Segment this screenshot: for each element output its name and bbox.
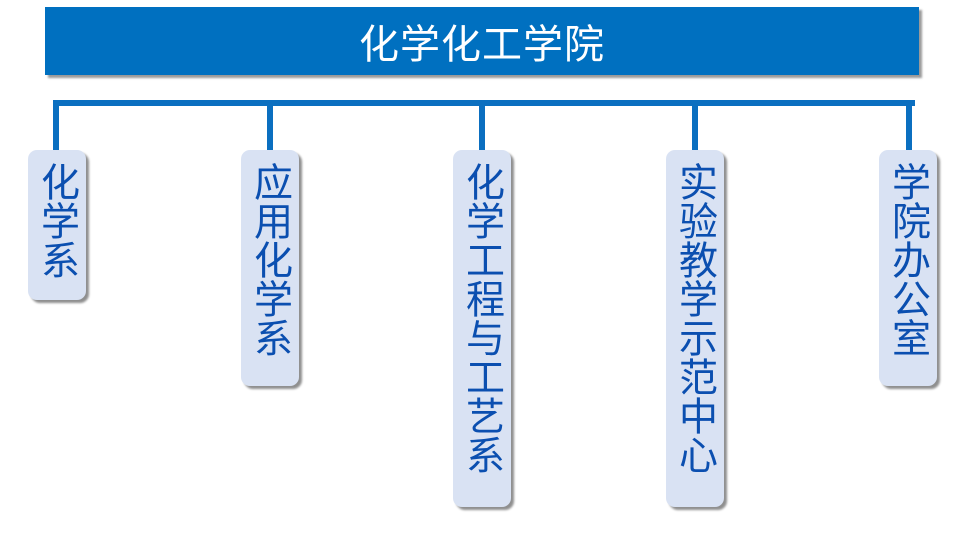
department-node-college-office: 学院办公室 [879, 150, 937, 386]
vertical-connector [479, 100, 485, 152]
department-label: 化学工程与工艺系 [459, 162, 505, 474]
org-root-node: 化学化工学院 [45, 7, 919, 75]
vertical-connector [692, 100, 698, 152]
vertical-connector [267, 100, 273, 152]
department-node-chemical-engineering: 化学工程与工艺系 [453, 150, 511, 507]
department-label: 应用化学系 [247, 162, 293, 357]
org-root-title: 化学化工学院 [359, 22, 605, 68]
department-label: 化学系 [34, 162, 80, 279]
vertical-connector [906, 100, 912, 152]
department-label: 学院办公室 [885, 162, 931, 357]
department-label: 实验教学示范中心 [672, 162, 718, 474]
department-node-applied-chemistry: 应用化学系 [241, 150, 299, 386]
department-node-lab-teaching-center: 实验教学示范中心 [666, 150, 724, 507]
department-node-chemistry: 化学系 [28, 150, 86, 300]
vertical-connector [53, 100, 59, 152]
